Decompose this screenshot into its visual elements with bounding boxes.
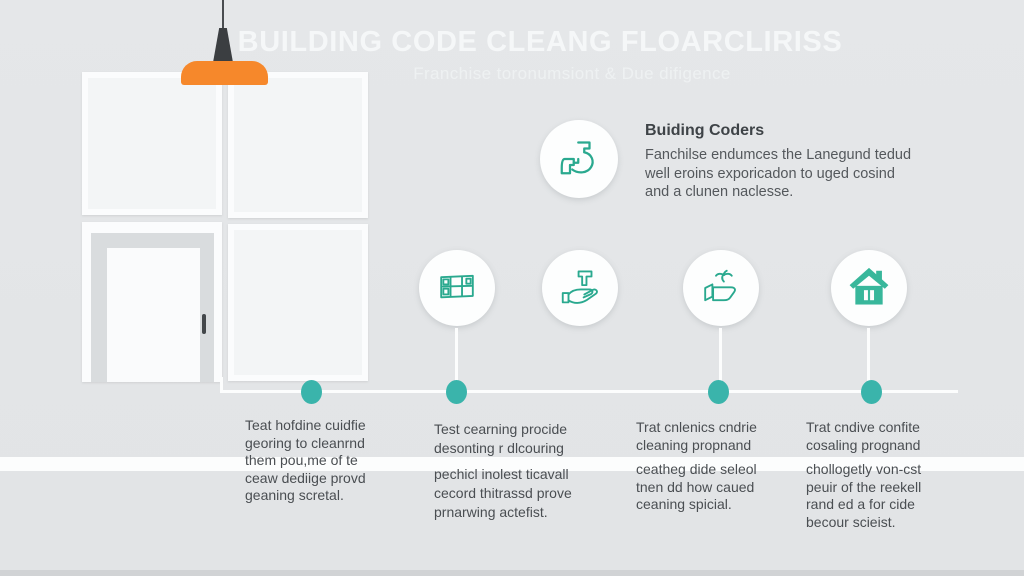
timeline-dot-4 bbox=[861, 380, 882, 404]
page-subtitle: Franchise toronumsiont & Due difigence bbox=[413, 64, 731, 83]
note-block-2: Test cearning procide desonting r dlcour… bbox=[434, 420, 639, 529]
timeline-stem-1 bbox=[455, 328, 458, 392]
timeline-dot-1 bbox=[301, 380, 322, 404]
door-handle-icon bbox=[202, 314, 206, 334]
feature-heading: Buiding Coders bbox=[645, 122, 765, 139]
wall-panel-glass bbox=[234, 230, 362, 375]
timeline-dot-2 bbox=[446, 380, 467, 404]
wall-panel-top-right bbox=[228, 72, 368, 218]
wall-panel-glass bbox=[234, 78, 362, 212]
page-title: BUILDING CODE CLEANG FLOARCLIRISS bbox=[237, 26, 843, 58]
timeline-stem-2 bbox=[719, 328, 722, 392]
lamp-cord bbox=[222, 0, 224, 30]
step-circle-2 bbox=[542, 250, 618, 326]
wall-panel-top-left bbox=[82, 72, 222, 215]
dustpan-sprout-icon bbox=[704, 269, 736, 302]
wall-panel-glass bbox=[88, 78, 216, 209]
note-block-1: Teat hofdine cuidfie georing to cleanrnd… bbox=[245, 417, 435, 512]
wall-panel-bottom-right bbox=[228, 224, 368, 381]
feature-circle bbox=[540, 120, 618, 198]
feature-body: Fanchilse endumces the Lanegund tedud we… bbox=[645, 147, 912, 200]
highlight-band bbox=[0, 457, 1024, 471]
house-icon bbox=[849, 267, 889, 305]
step-circle-4 bbox=[831, 250, 907, 326]
step-circle-3 bbox=[683, 250, 759, 326]
lamp-shade-icon bbox=[181, 61, 268, 85]
lamp-socket bbox=[212, 28, 234, 63]
hand-holding-key-icon bbox=[561, 270, 598, 304]
floor-shadow bbox=[0, 570, 1024, 576]
building-windows-icon bbox=[440, 274, 474, 299]
door bbox=[107, 248, 200, 382]
note-paragraph: pechicl inolest ticavall cecord thitrass… bbox=[434, 466, 572, 520]
timeline-dot-3 bbox=[708, 380, 729, 404]
note-paragraph: chollogetly von-cst peuir of the reekell… bbox=[806, 461, 922, 530]
timeline-connector bbox=[220, 377, 223, 393]
note-paragraph: Teat hofdine cuidfie georing to cleanrnd… bbox=[245, 417, 366, 503]
note-paragraph: ceatheg dide seleol tnen dd how caued ce… bbox=[636, 461, 757, 512]
faucet-icon bbox=[560, 141, 594, 175]
wall-panel-bottom-left bbox=[82, 222, 222, 382]
note-block-3: Trat cnlenics cndrie cleaning propnand c… bbox=[636, 419, 831, 521]
step-circle-1 bbox=[419, 250, 495, 326]
note-paragraph: Trat cndive confite cosaling prognand bbox=[806, 419, 921, 453]
timeline-stem-3 bbox=[867, 328, 870, 392]
feature-text: Buiding Coders Fanchilse endumces the La… bbox=[645, 122, 935, 202]
note-block-4: Trat cndive confite cosaling prognand ch… bbox=[806, 419, 1006, 538]
note-paragraph: Test cearning procide desonting r dlcour… bbox=[434, 421, 568, 456]
timeline-line bbox=[220, 390, 958, 393]
note-paragraph: Trat cnlenics cndrie cleaning propnand bbox=[636, 419, 757, 453]
